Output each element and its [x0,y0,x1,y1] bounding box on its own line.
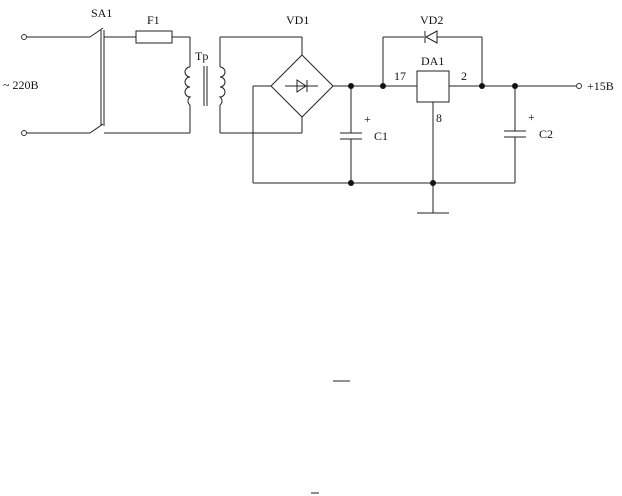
input-terminal-top [21,34,27,40]
junction-dot [512,83,518,89]
junction-dot [348,83,354,89]
pin-in-label: 17 [394,69,406,83]
fuse-f1 [135,30,173,44]
c1-label: C1 [374,129,388,143]
regulator-label: DA1 [421,54,444,68]
regulator-da1 [416,70,450,103]
c2-label: C2 [539,127,553,141]
junction-dot [348,180,354,186]
capacitor-c1 [340,132,362,140]
output-voltage-label: +15B [587,79,614,93]
pin-out-label: 2 [461,69,467,83]
transformer-label: Tp [195,49,208,63]
output-terminal [576,83,582,89]
bridge-label: VD1 [286,13,309,27]
junction-dot [430,180,436,186]
transformer-tp [184,66,226,106]
diode-vd2 [424,30,438,44]
bridge-vd1 [270,54,334,118]
switch-sa1 [89,27,136,134]
capacitor-c2 [504,130,526,138]
junction-dot [479,83,485,89]
pin-gnd-label: 8 [436,111,442,125]
switch-label: SA1 [91,6,112,20]
input-voltage-label: ~ 220B [3,78,39,92]
input-terminal-bottom [21,130,27,136]
c1-plus: + [364,112,371,126]
fuse-label: F1 [147,13,160,27]
junction-dot [380,83,386,89]
c2-plus: + [528,110,535,124]
diode-label: VD2 [420,13,443,27]
